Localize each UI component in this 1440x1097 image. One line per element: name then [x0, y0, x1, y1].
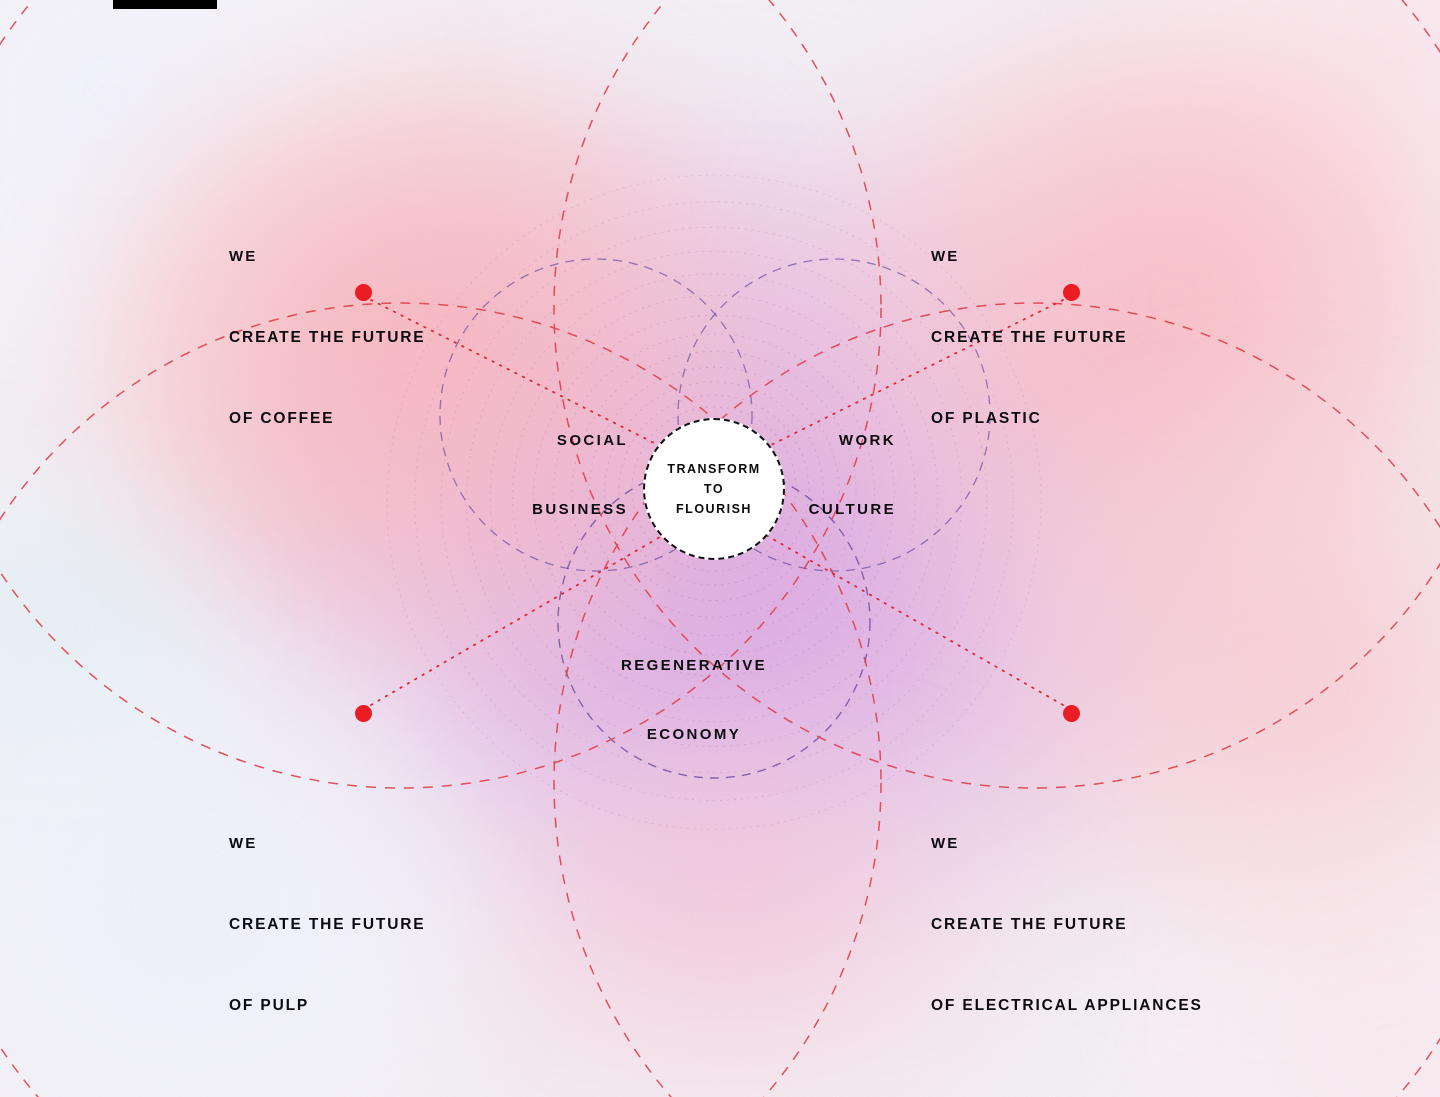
marker-dot-coffee[interactable]: [355, 284, 372, 301]
label-plastic-line1: WE: [931, 248, 960, 265]
label-appliances: WE CREATE THE FUTURE OF ELECTRICAL APPLI…: [931, 776, 1203, 1073]
label-work-culture-line1: WORK: [838, 432, 896, 449]
marker-dot-pulp[interactable]: [355, 705, 372, 722]
label-appliances-line3: OF ELECTRICAL APPLIANCES: [931, 997, 1203, 1014]
label-appliances-line2: CREATE THE FUTURE: [931, 916, 1128, 933]
label-coffee-line2: CREATE THE FUTURE: [229, 329, 426, 346]
label-work-culture-line2: CULTURE: [808, 501, 896, 518]
label-coffee-line1: WE: [229, 248, 258, 265]
marker-dot-plastic[interactable]: [1063, 284, 1080, 301]
label-plastic: WE CREATE THE FUTURE OF PLASTIC: [931, 189, 1128, 486]
label-social-business-line1: SOCIAL: [556, 432, 628, 449]
label-regenerative-economy: REGENERATIVE ECONOMY: [540, 608, 848, 792]
label-pulp-line2: CREATE THE FUTURE: [229, 916, 426, 933]
label-regenerative-economy-line2: ECONOMY: [646, 726, 742, 743]
label-pulp-line1: WE: [229, 835, 258, 852]
center-hub-line2: TO: [703, 482, 725, 496]
center-hub-circle[interactable]: TRANSFORM TO FLOURISH: [643, 418, 785, 560]
center-hub-line3: FLOURISH: [676, 502, 752, 516]
label-regenerative-economy-line1: REGENERATIVE: [620, 657, 768, 674]
label-social-business-line2: BUSINESS: [532, 501, 628, 518]
label-plastic-line3: OF PLASTIC: [931, 410, 1042, 427]
label-coffee-line3: OF COFFEE: [229, 410, 335, 427]
center-hub-line1: TRANSFORM: [667, 462, 761, 476]
label-coffee: WE CREATE THE FUTURE OF COFFEE: [229, 189, 426, 486]
label-pulp: WE CREATE THE FUTURE OF PULP: [229, 776, 426, 1073]
label-work-culture: WORK CULTURE: [760, 383, 896, 567]
label-pulp-line3: OF PULP: [229, 997, 310, 1014]
label-plastic-line2: CREATE THE FUTURE: [931, 329, 1128, 346]
label-appliances-line1: WE: [931, 835, 960, 852]
label-social-business: SOCIAL BUSINESS: [420, 383, 628, 567]
marker-dot-appliances[interactable]: [1063, 705, 1080, 722]
top-black-bar: [113, 0, 217, 9]
